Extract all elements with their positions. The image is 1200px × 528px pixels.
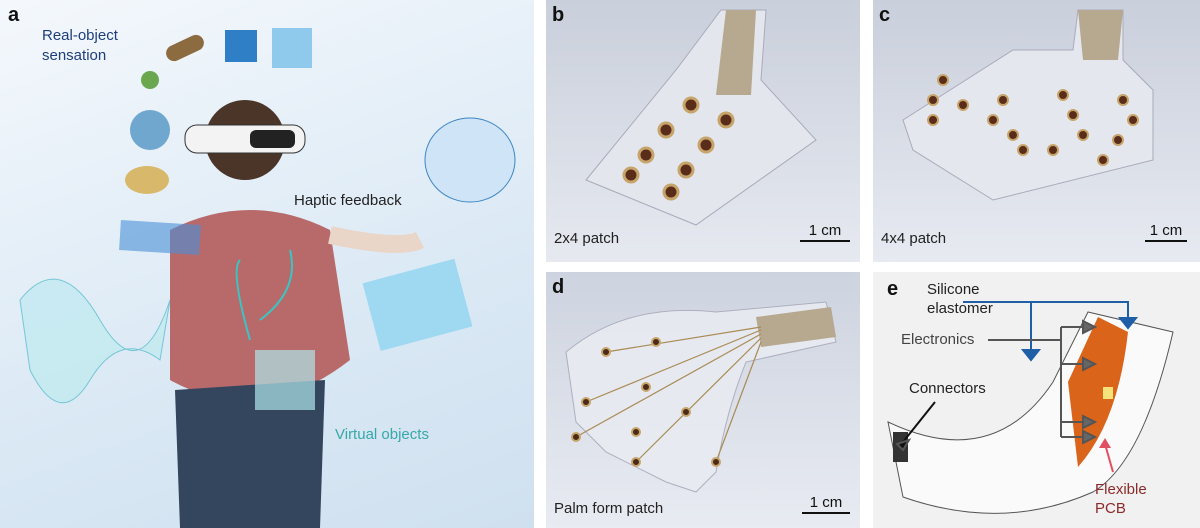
scale-bar: 1 cm	[802, 494, 850, 514]
panel-label-c: c	[879, 4, 891, 26]
scale-bar: 1 cm	[800, 222, 850, 242]
panel-a-vr-illustration: a Real-object sensation Haptic feedback …	[0, 0, 534, 528]
panel-d-palm-patch: d Palm form patch 1 cm	[546, 272, 860, 528]
panel-b-2x4-patch: b 2x4 patch 1 cm	[546, 0, 860, 262]
panel-label-a: a	[8, 4, 20, 26]
electronics-label: Electronics	[901, 331, 975, 348]
2x4-patch-photo	[585, 9, 817, 226]
panel-label-d: d	[552, 276, 565, 298]
panel-label-e: e	[887, 278, 899, 300]
patch-caption: 2x4 patch	[554, 230, 620, 247]
silicone-elastomer-label: Silicone elastomer	[927, 281, 993, 317]
connectors-label: Connectors	[909, 380, 986, 397]
palm-form-patch-photo	[565, 301, 837, 493]
flexible-pcb-label: Flexible PCB	[1095, 481, 1147, 517]
4x4-patch-photo	[902, 9, 1154, 201]
patch-caption: 4x4 patch	[881, 230, 947, 247]
device-cross-section-diagram	[887, 301, 1174, 514]
panel-c-4x4-patch: c 4x4 patch 1 cm	[873, 0, 1200, 262]
virtual-objects-label: Virtual objects	[335, 426, 429, 443]
real-object-sensation-label: Real-object sensation	[42, 27, 118, 64]
scale-label: 1 cm	[1149, 222, 1183, 239]
scale-label: 1 cm	[808, 222, 842, 239]
panel-e-device-structure: e Silicone elastomer Electronics Connect…	[873, 272, 1200, 528]
vr-user-illustration	[19, 28, 516, 528]
patch-caption: Palm form patch	[554, 500, 664, 517]
panel-label-b: b	[552, 4, 565, 26]
scale-bar: 1 cm	[1145, 222, 1187, 242]
haptic-feedback-label: Haptic feedback	[294, 192, 402, 209]
scale-label: 1 cm	[809, 494, 843, 511]
